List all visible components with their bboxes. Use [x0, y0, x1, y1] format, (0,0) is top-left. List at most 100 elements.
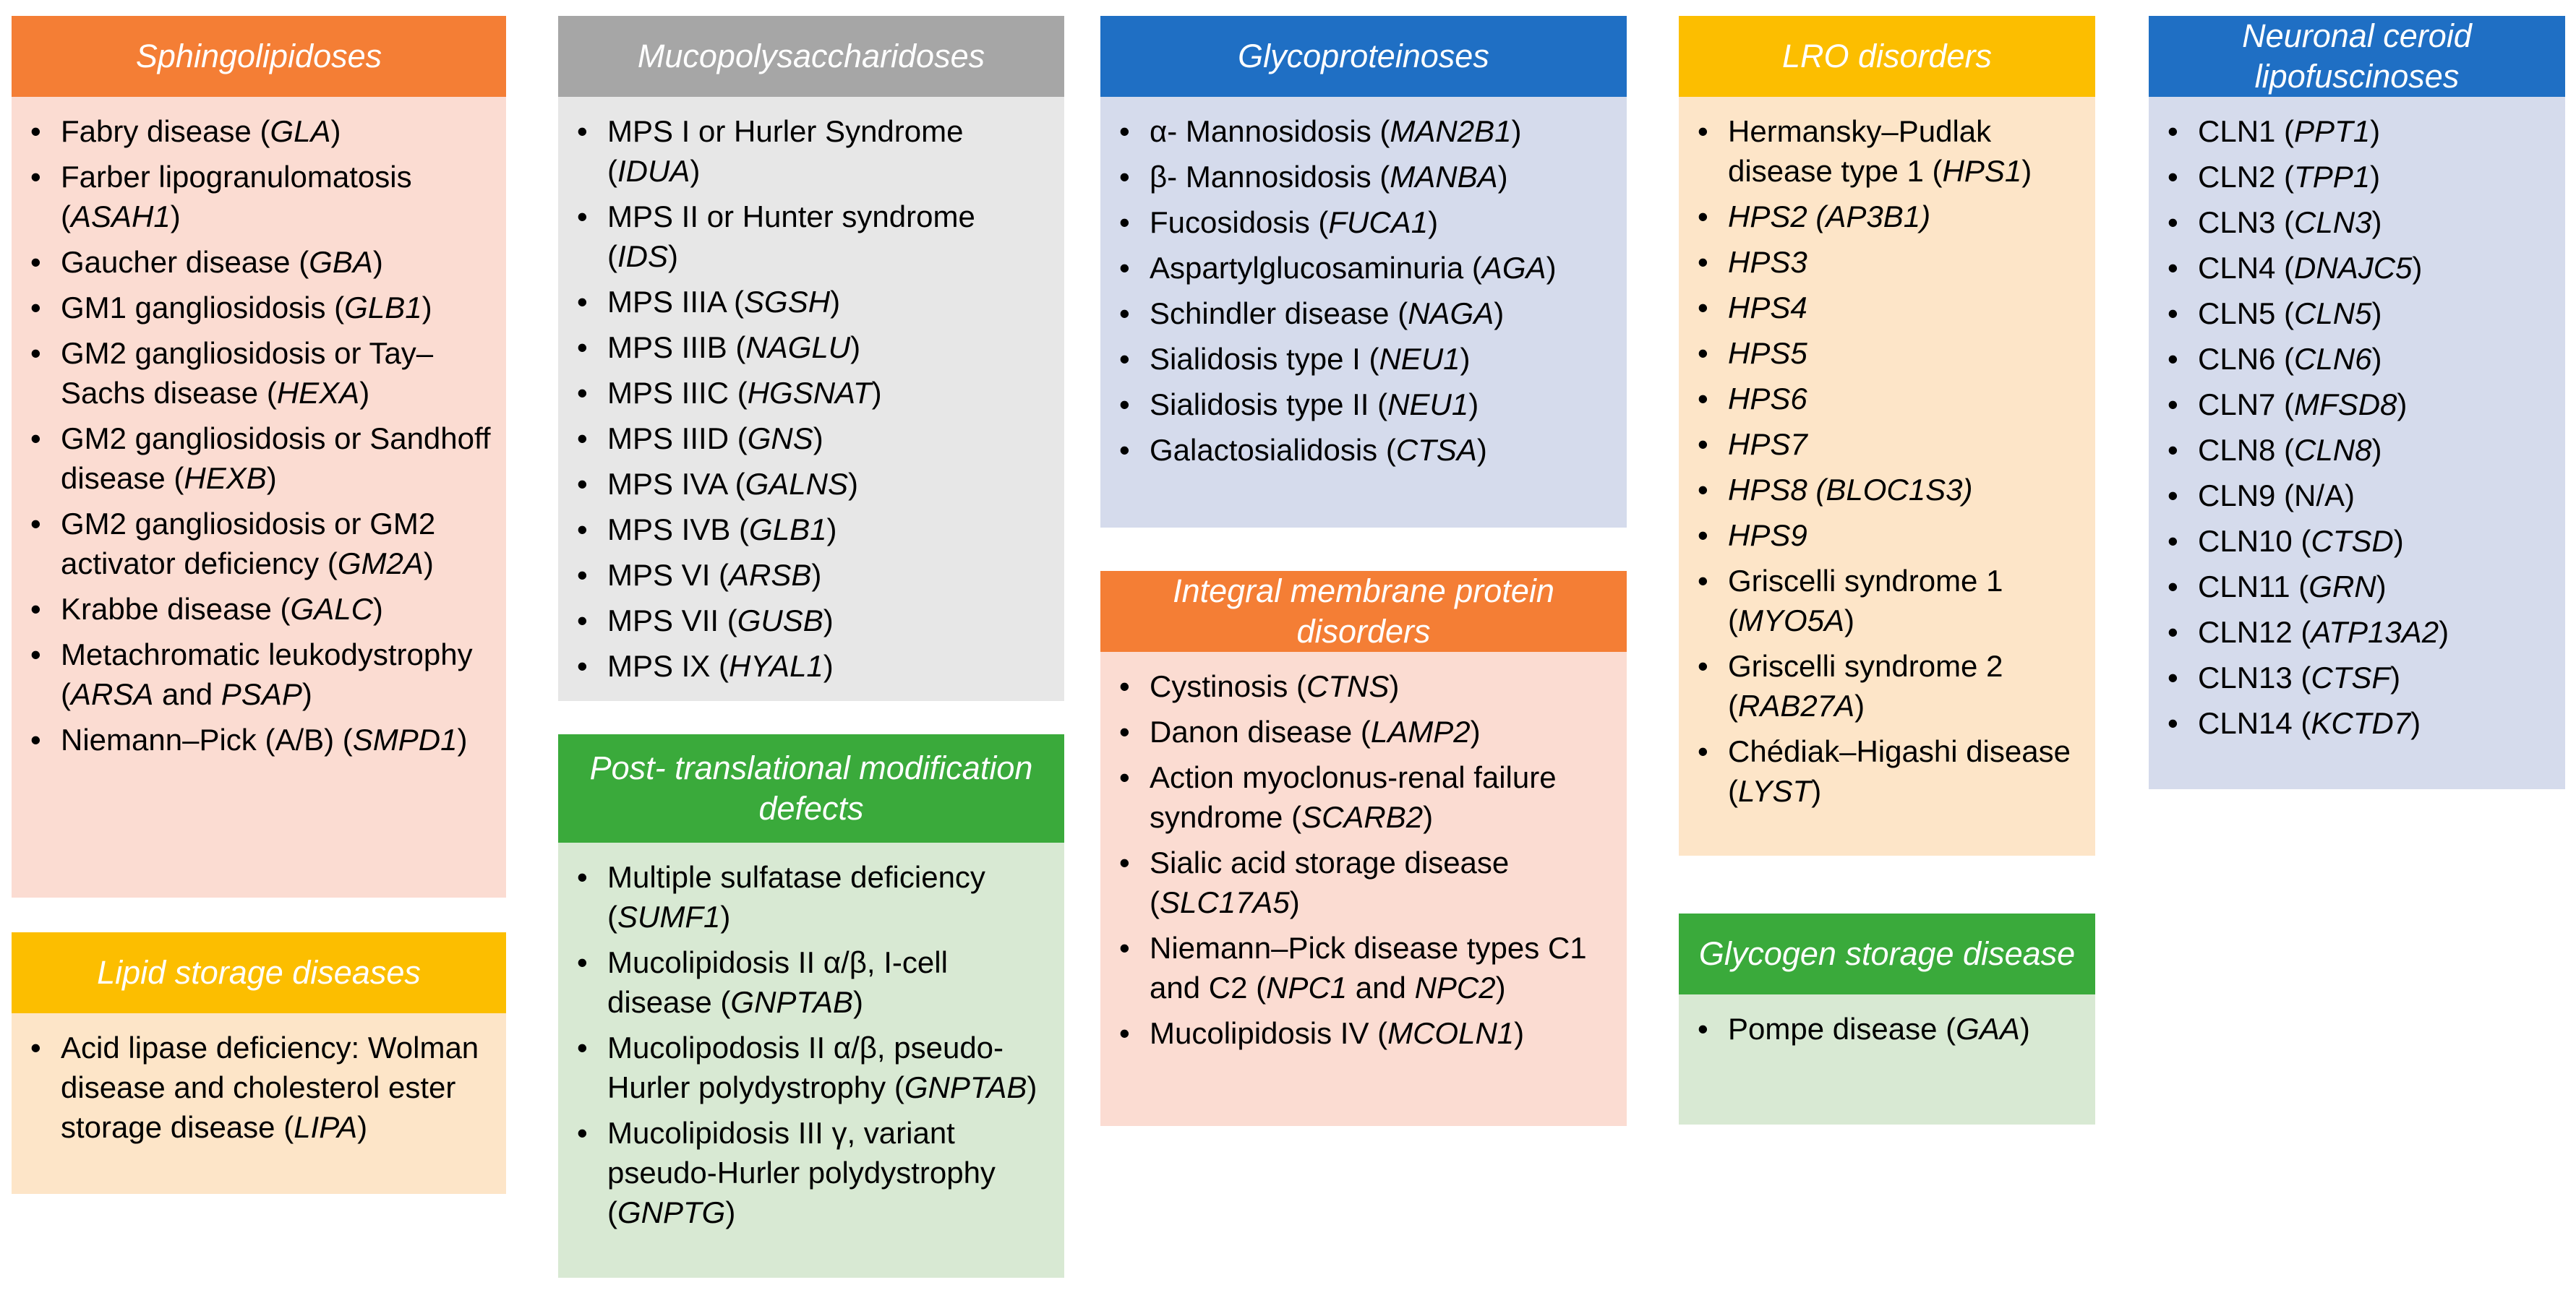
- gene-name: NEU1: [1379, 342, 1460, 376]
- gene-name: MYO5A: [1738, 603, 1845, 637]
- list-item: CLN9 (N/A): [2165, 476, 2554, 515]
- item-text: MPS IVB (: [607, 512, 750, 546]
- item-text: Griscelli syndrome 2 (: [1728, 649, 2003, 723]
- item-text: ): [170, 199, 181, 233]
- item-text: ): [330, 114, 341, 148]
- list-item: Gaucher disease (GBA): [27, 242, 495, 282]
- item-text: ): [823, 649, 834, 683]
- item-text: ): [2019, 1012, 2030, 1046]
- box-title: Lipid storage diseases: [97, 954, 421, 991]
- mucopolysaccharidoses-list: MPS I or Hurler Syndrome (IDUA)MPS II or…: [558, 97, 1064, 701]
- item-text: CLN14 (: [2198, 706, 2311, 740]
- item-text: ): [2371, 342, 2382, 376]
- gene-name: TPP1: [2294, 160, 2371, 194]
- item-text: ): [1460, 342, 1471, 376]
- gene-name: DNAJC5: [2294, 251, 2413, 285]
- item-text: Mucolipidosis II α/β, I-cell disease (: [607, 945, 948, 1019]
- item-text: ): [357, 1110, 368, 1144]
- gene-name: SLC17A5: [1160, 885, 1290, 919]
- gene-name: GM2A: [337, 546, 424, 580]
- item-text: MPS VII (: [607, 603, 737, 637]
- list-item: β- Mannosidosis (MANBA): [1116, 157, 1615, 197]
- list-item: HPS8 (BLOC1S3): [1695, 470, 2084, 510]
- gene-name: ASAH1: [71, 199, 171, 233]
- lro-disorders-box: LRO disorders Hermansky–Pudlak disease t…: [1679, 16, 2095, 856]
- ncl-list: CLN1 (PPT1)CLN2 (TPP1)CLN3 (CLN3)CLN4 (D…: [2149, 97, 2565, 789]
- box-title: Mucopolysaccharidoses: [637, 38, 985, 74]
- item-text: CLN10 (: [2198, 524, 2311, 558]
- list-item: Fucosidosis (FUCA1): [1116, 202, 1615, 242]
- item-text: Mucolipidosis III γ, variant pseudo-Hurl…: [607, 1116, 996, 1229]
- ncl-header: Neuronal ceroid lipofuscinoses: [2149, 16, 2565, 97]
- item-text: ): [725, 1195, 736, 1229]
- item-text: CLN7 (: [2198, 387, 2295, 421]
- item-text: Gaucher disease (: [61, 245, 309, 279]
- post-translational-header: Post- translational modification defects: [558, 734, 1064, 843]
- list-item: Action myoclonus-renal failure syndrome …: [1116, 757, 1615, 837]
- item-text: CLN3 (: [2198, 205, 2295, 239]
- item-text: ): [1497, 160, 1508, 194]
- item-text: ): [2412, 251, 2423, 285]
- list-item: CLN2 (TPP1): [2165, 157, 2554, 197]
- item-text: ): [1428, 205, 1439, 239]
- item-text: ): [422, 291, 432, 324]
- ncl-box: Neuronal ceroid lipofuscinoses CLN1 (PPT…: [2149, 16, 2565, 789]
- item-text: ): [2371, 205, 2382, 239]
- gene-name: HYAL1: [729, 649, 823, 683]
- item-text: ): [2370, 160, 2381, 194]
- item-text: ): [2397, 387, 2408, 421]
- sphingolipidoses-list: Fabry disease (GLA)Farber lipogranulomat…: [12, 97, 506, 898]
- item-text: ): [813, 421, 823, 455]
- item-text: Chédiak–Higashi disease (: [1728, 734, 2071, 808]
- sphingolipidoses-box: Sphingolipidoses Fabry disease (GLA)Farb…: [12, 16, 506, 898]
- list-item: HPS2 (AP3B1): [1695, 197, 2084, 236]
- list-item: CLN5 (CLN5): [2165, 293, 2554, 333]
- list-item: CLN4 (DNAJC5): [2165, 248, 2554, 288]
- item-text: MPS IIIB (: [607, 330, 746, 364]
- item-text: CLN11 (: [2198, 570, 2309, 603]
- item-text: ): [1494, 296, 1505, 330]
- gene-name: GLB1: [344, 291, 422, 324]
- item-text: ): [1854, 689, 1865, 723]
- lipid-storage-list: Acid lipase deficiency: Wolman disease a…: [12, 1013, 506, 1194]
- item-text: ): [266, 461, 277, 495]
- glycoproteinoses-list: α- Mannosidosis (MAN2B1)β- Mannosidosis …: [1100, 97, 1627, 528]
- gene-name: GNPTAB: [730, 985, 854, 1019]
- item-text: ): [1811, 774, 1822, 808]
- item-text: CLN12 (: [2198, 615, 2311, 649]
- item-text: ): [1468, 387, 1479, 421]
- item-text: Action myoclonus-renal failure syndrome …: [1150, 760, 1557, 834]
- list-item: MPS VII (GUSB): [574, 601, 1053, 640]
- item-text: ): [1470, 715, 1481, 749]
- item-text: MPS IX (: [607, 649, 729, 683]
- gene-name: IDS: [617, 239, 669, 273]
- gene-name: ARSA: [71, 677, 154, 711]
- item-text: and: [1347, 971, 1415, 1005]
- item-text: MPS VI (: [607, 558, 729, 592]
- list-item: HPS7: [1695, 424, 2084, 464]
- item-text: CLN6 (: [2198, 342, 2295, 376]
- gene-name: HEXA: [276, 376, 360, 410]
- list-item: GM2 gangliosidosis or Tay–Sachs disease …: [27, 333, 495, 413]
- item-text: β- Mannosidosis (: [1150, 160, 1390, 194]
- list-item: Mucolipidosis III γ, variant pseudo-Hurl…: [574, 1113, 1053, 1232]
- item-text: ): [2371, 296, 2382, 330]
- list-item: HPS6: [1695, 379, 2084, 418]
- mucopolysaccharidoses-header: Mucopolysaccharidoses: [558, 16, 1064, 97]
- list-item: CLN1 (PPT1): [2165, 111, 2554, 151]
- item-text: ): [1514, 1016, 1525, 1050]
- item-text: ): [301, 677, 312, 711]
- item-text: Sialic acid storage disease (: [1150, 846, 1510, 919]
- item-text: Mucolipodosis II α/β, pseudo-Hurler poly…: [607, 1031, 1004, 1104]
- box-title: Integral membrane protein disorders: [1173, 572, 1554, 650]
- glycoproteinoses-header: Glycoproteinoses: [1100, 16, 1627, 97]
- list-item: CLN14 (KCTD7): [2165, 703, 2554, 743]
- gene-name: HEXB: [184, 461, 267, 495]
- box-title: Glycoproteinoses: [1238, 38, 1489, 74]
- lipid-storage-header: Lipid storage diseases: [12, 932, 506, 1013]
- item-text: Galactosialidosis (: [1150, 433, 1396, 467]
- item-text: ): [823, 603, 834, 637]
- gene-name: NPC1: [1266, 971, 1348, 1005]
- mucopolysaccharidoses-box: Mucopolysaccharidoses MPS I or Hurler Sy…: [558, 16, 1064, 701]
- item-text: Acid lipase deficiency: Wolman disease a…: [61, 1031, 479, 1144]
